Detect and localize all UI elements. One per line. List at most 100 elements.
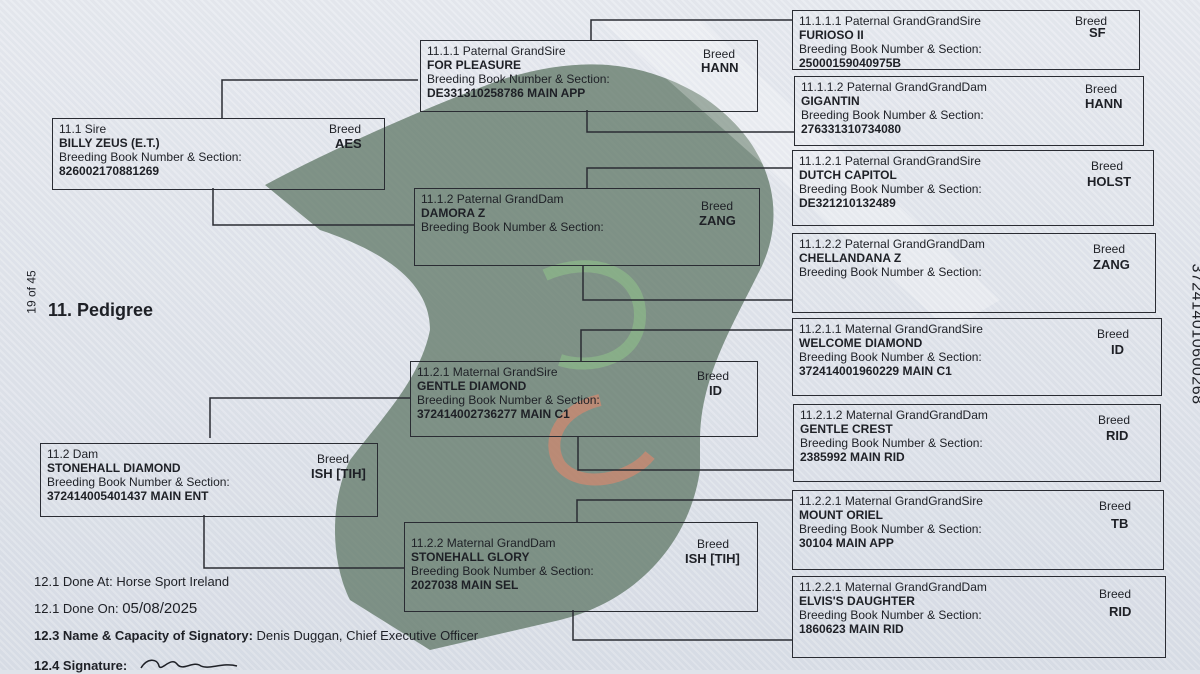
signature-label: 12.4 Signature: (34, 658, 128, 673)
breed-value: RID (1106, 428, 1129, 443)
box-code: 11.2.2.1 Maternal GrandGrandSire (799, 494, 983, 508)
pedigree-box-paternal-granddam: 11.1.2 Paternal GrandDam DAMORA Z Breedi… (414, 188, 760, 266)
pedigree-box-maternal-grandgrandsire-1: 11.2.1.1 Maternal GrandGrandSire WELCOME… (792, 318, 1162, 396)
done-on-value: 05/08/2025 (122, 600, 198, 617)
box-code: 11.2.1 Maternal GrandSire (417, 365, 558, 379)
pedigree-box-maternal-grandgrandsire-2: 11.2.2.1 Maternal GrandGrandSire MOUNT O… (792, 490, 1164, 570)
horse-name: GENTLE DIAMOND (417, 379, 527, 393)
bbn-value: 2385992 MAIN RID (800, 450, 905, 464)
breed-value: AES (335, 136, 362, 151)
done-at-line: 12.1 Done At: Horse Sport Ireland (34, 574, 229, 589)
breed-label: Breed (1093, 242, 1126, 256)
done-at-label: 12.1 Done At: (34, 574, 113, 589)
breed-value: ZANG (699, 213, 736, 228)
pedigree-box-maternal-grandgranddam-2: 11.2.2.1 Maternal GrandGrandDam ELVIS'S … (792, 576, 1166, 658)
bbn-value: 30104 MAIN APP (799, 536, 894, 550)
box-code: 11.2.1.1 Maternal GrandGrandSire (799, 322, 983, 336)
horse-name: CHELLANDANA Z (799, 251, 902, 265)
breed-value: RID (1109, 604, 1132, 619)
breed-label: Breed (317, 452, 350, 466)
bbn-label: Breeding Book Number & Section: (799, 522, 982, 536)
breed-label: Breed (697, 537, 730, 551)
bbn-label: Breeding Book Number & Section: (799, 350, 982, 364)
horse-name: GENTLE CREST (800, 422, 893, 436)
breed-label: Breed (1099, 499, 1132, 513)
done-on-label: 12.1 Done On: (34, 601, 119, 616)
horse-name: MOUNT ORIEL (799, 508, 883, 522)
pedigree-box-paternal-grandgrandsire-2: 11.1.2.1 Paternal GrandGrandSire DUTCH C… (792, 150, 1154, 226)
box-code: 11.2.2.1 Maternal GrandGrandDam (799, 580, 987, 594)
signatory-label: 12.3 Name & Capacity of Signatory: (34, 628, 253, 643)
pedigree-box-sire: 11.1 Sire BILLY ZEUS (E.T.) Breeding Boo… (52, 118, 385, 190)
bbn-value: DE321210132489 (799, 196, 896, 210)
pedigree-box-paternal-grandgrandsire-1: 11.1.1.1 Paternal GrandGrandSire FURIOSO… (792, 10, 1140, 70)
breed-value: TB (1111, 516, 1129, 531)
horse-name: DAMORA Z (421, 206, 486, 220)
bbn-label: Breeding Book Number & Section: (800, 436, 983, 450)
bbn-label: Breeding Book Number & Section: (799, 608, 982, 622)
pedigree-box-paternal-grandsire: 11.1.1 Paternal GrandSire FOR PLEASURE B… (420, 40, 758, 112)
box-code: 11.1.1 Paternal GrandSire (427, 44, 566, 58)
bbn-label: Breeding Book Number & Section: (801, 108, 984, 122)
breed-value: ISH [TIH] (311, 466, 366, 481)
horse-name: WELCOME DIAMOND (799, 336, 923, 350)
bbn-label: Breeding Book Number & Section: (59, 150, 242, 164)
breed-value: ID (709, 383, 722, 398)
horse-name: ELVIS'S DAUGHTER (799, 594, 915, 608)
bbn-label: Breeding Book Number & Section: (417, 393, 600, 407)
breed-label: Breed (1099, 587, 1132, 601)
breed-label: Breed (1085, 82, 1118, 96)
bbn-value: 372414001960229 MAIN C1 (799, 364, 952, 378)
box-code: 11.2 Dam (47, 447, 99, 461)
bbn-label: Breeding Book Number & Section: (47, 475, 230, 489)
bbn-value: 372414002736277 MAIN C1 (417, 407, 570, 421)
done-at-value: Horse Sport Ireland (116, 574, 230, 589)
page-indicator: 19 of 45 (24, 270, 39, 314)
box-code: 11.1.2.2 Paternal GrandGrandDam (799, 237, 985, 251)
horse-name: DUTCH CAPITOL (799, 168, 897, 182)
bbn-label: Breeding Book Number & Section: (411, 564, 594, 578)
box-code: 11.1.2 Paternal GrandDam (421, 192, 564, 206)
box-code: 11.2.1.2 Maternal GrandGrandDam (800, 408, 988, 422)
breed-value: HANN (701, 60, 739, 75)
signatory-value: Denis Duggan, Chief Executive Officer (256, 628, 479, 643)
horse-name: GIGANTIN (801, 94, 860, 108)
horse-name: FOR PLEASURE (427, 58, 522, 72)
box-code: 11.2.2 Maternal GrandDam (411, 536, 556, 550)
breed-label: Breed (1098, 413, 1131, 427)
breed-value: HANN (1085, 96, 1123, 111)
box-code: 11.1.2.1 Paternal GrandGrandSire (799, 154, 981, 168)
bbn-label: Breeding Book Number & Section: (421, 220, 604, 234)
pedigree-box-dam: 11.2 Dam STONEHALL DIAMOND Breeding Book… (40, 443, 378, 517)
signatory-line: 12.3 Name & Capacity of Signatory: Denis… (34, 628, 478, 643)
breed-value: ISH [TIH] (685, 551, 740, 566)
breed-label: Breed (697, 369, 730, 383)
bbn-value: 2027038 MAIN SEL (411, 578, 519, 592)
section-title: 11. Pedigree (48, 300, 154, 320)
breed-value: ID (1111, 342, 1124, 357)
horse-name: FURIOSO II (799, 28, 864, 42)
pedigree-box-maternal-granddam: 11.2.2 Maternal GrandDam STONEHALL GLORY… (404, 522, 758, 612)
horse-name: BILLY ZEUS (E.T.) (59, 136, 160, 150)
bbn-value: 25000159040975B (799, 56, 902, 70)
breed-value: ZANG (1093, 257, 1130, 272)
bbn-value: DE331310258786 MAIN APP (427, 86, 586, 100)
breed-label: Breed (1075, 14, 1108, 28)
bbn-label: Breeding Book Number & Section: (799, 42, 982, 56)
bbn-label: Breeding Book Number & Section: (799, 182, 982, 196)
signature-line: 12.4 Signature: (34, 654, 257, 674)
bbn-value: 1860623 MAIN RID (799, 622, 904, 636)
signature-scribble (140, 659, 238, 669)
pedigree-box-paternal-grandgranddam-1: 11.1.1.2 Paternal GrandGrandDam GIGANTIN… (794, 76, 1144, 146)
horse-name: STONEHALL DIAMOND (47, 461, 181, 475)
pedigree-box-paternal-grandgranddam-2: 11.1.2.2 Paternal GrandGrandDam CHELLAND… (792, 233, 1156, 313)
bbn-value: 826002170881269 (59, 164, 160, 178)
pedigree-box-maternal-grandsire: 11.2.1 Maternal GrandSire GENTLE DIAMOND… (410, 361, 758, 437)
breed-value: HOLST (1087, 174, 1132, 189)
breed-label: Breed (329, 122, 362, 136)
breed-label: Breed (701, 199, 734, 213)
pedigree-box-maternal-grandgranddam-1: 11.2.1.2 Maternal GrandGrandDam GENTLE C… (793, 404, 1161, 482)
done-on-line: 12.1 Done On: 05/08/2025 (34, 600, 197, 617)
breed-label: Breed (1091, 159, 1124, 173)
